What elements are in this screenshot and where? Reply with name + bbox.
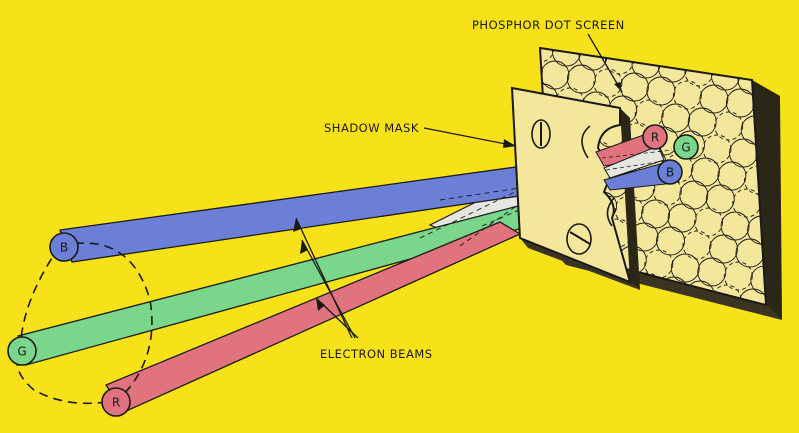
green-dot-letter: G (681, 141, 690, 155)
phosphor-screen-leader (587, 33, 623, 93)
phosphor-dot (656, 226, 685, 256)
mask-hole-lower (606, 197, 615, 227)
red-dot-letter: R (651, 131, 659, 145)
phosphor-screen-label: PHOSPHOR DOT SCREEN (472, 18, 625, 32)
phosphor-screen-arrowhead (614, 82, 622, 92)
mask-slot-lower-line (569, 231, 591, 245)
electron-gun-assembly: B G R (7, 232, 153, 417)
green-gun (7, 336, 37, 366)
phosphor-dot (717, 161, 747, 191)
red-phosphor-dot (642, 124, 668, 150)
phosphor-dot (679, 180, 709, 210)
red-gun-letter: R (112, 396, 120, 410)
electron-beams (17, 161, 575, 413)
phosphor-dot (758, 192, 766, 222)
phosphor-dot (696, 48, 726, 64)
phosphor-dot (752, 92, 766, 122)
phosphor-dot (697, 257, 727, 287)
blue-gun (49, 232, 79, 262)
green-gun-letter: G (17, 345, 26, 359)
phosphor-dot (669, 48, 699, 60)
electron-beams-arrowheads (293, 218, 325, 311)
phosphor-dot (690, 157, 720, 187)
phosphor-dot (702, 134, 732, 164)
phosphor-target-dots: R G B (642, 124, 699, 185)
phosphor-dot (694, 207, 724, 237)
mask-slot-lower (566, 223, 592, 255)
phosphor-dot (699, 84, 729, 114)
phosphor-dot (723, 261, 753, 291)
phosphor-dot (646, 76, 676, 106)
phosphor-dot (755, 142, 766, 172)
phosphor-dot (667, 203, 697, 233)
phosphor-dot (500, 30, 528, 58)
phosphor-dot (709, 234, 738, 264)
phosphor-dot (720, 211, 750, 241)
phosphor-dot (643, 48, 673, 56)
phosphor-dot (670, 253, 700, 283)
blue-dot-letter: B (666, 166, 674, 180)
shadow-mask (510, 86, 640, 290)
phosphor-dot (566, 64, 596, 94)
phosphor-dot (641, 199, 671, 229)
phosphor-dot (722, 48, 752, 68)
phosphor-dot (687, 107, 717, 137)
phosphor-dot (661, 103, 691, 133)
blue-gun-letter: B (60, 241, 68, 255)
green-phosphor-dot (673, 134, 699, 160)
phosphor-dot (705, 184, 735, 214)
shadow-mask-label: SHADOW MASK (324, 121, 419, 135)
phosphor-dot (682, 230, 712, 260)
phosphor-dot (540, 56, 543, 86)
phosphor-dot (714, 111, 744, 141)
shadow-mask-leader (423, 127, 517, 147)
phosphor-dot (540, 256, 556, 286)
gun-ring-dashed (16, 242, 153, 405)
blue-phosphor-dot (657, 159, 683, 185)
red-gun (101, 387, 131, 417)
electron-beams-label: ELECTRON BEAMS (320, 347, 433, 361)
shadow-mask-arrowhead (503, 139, 516, 148)
phosphor-dot (672, 80, 702, 110)
annotations: PHOSPHOR DOT SCREEN SHADOW MASK ELECTRON… (293, 18, 625, 361)
phosphor-dot (762, 242, 766, 272)
screen-side-edge (752, 80, 782, 320)
phosphor-dot (749, 48, 766, 72)
mask-hole-upper (581, 125, 591, 159)
